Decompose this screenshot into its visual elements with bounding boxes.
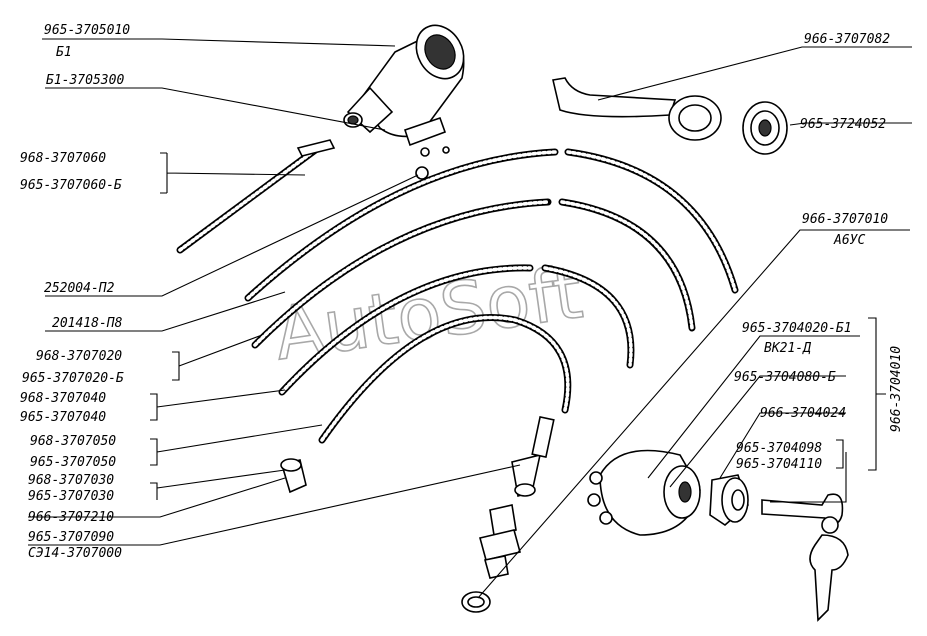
label-tip-252: 252004-П2 xyxy=(44,281,115,296)
label-wire-040: 968-3707040 xyxy=(20,391,106,406)
label-plug: 965-3707090 xyxy=(28,530,114,545)
label-coil: Б1-3705300 xyxy=(46,73,124,88)
label-wire-030b: 965-3707030 xyxy=(28,489,114,504)
label-nut: 966-3704024 xyxy=(760,406,846,421)
bracket xyxy=(552,77,722,141)
leader-lines xyxy=(28,38,912,599)
label-switch: 965-3704020-Б1 xyxy=(742,321,852,336)
label-wire-030: 968-3707030 xyxy=(28,473,114,488)
keys xyxy=(761,493,849,622)
label-wire-050: 968-3707050 xyxy=(30,434,116,449)
wire-cap xyxy=(280,458,307,494)
grommet xyxy=(742,101,788,155)
ignition-switch xyxy=(587,449,701,536)
label-coil-assy: 965-3705010 xyxy=(44,23,130,38)
label-plug-sub: СЭ14-3707000 xyxy=(28,546,122,561)
label-wire-set-sub: А6УС xyxy=(833,233,865,248)
label-lock: 965-3704080-Б xyxy=(734,370,836,385)
switch-nut xyxy=(709,474,749,527)
label-wire-020: 968-3707020 xyxy=(36,349,122,364)
label-wire-060b: 965-3707060-Б xyxy=(20,178,122,193)
label-coil-assy-sub: Б1 xyxy=(56,45,72,60)
wires xyxy=(176,139,739,444)
label-wire-060: 968-3707060 xyxy=(20,151,106,166)
labels: 965-3705010 Б1 Б1-3705300 966-3707082 96… xyxy=(20,23,904,561)
label-wire-040b: 965-3707040 xyxy=(20,410,106,425)
label-bracket: 966-3707082 xyxy=(804,32,890,47)
label-switch-sub: ВК21-Д xyxy=(764,341,811,356)
label-grommet: 965-3724052 xyxy=(800,117,886,132)
label-wire-050b: 965-3707050 xyxy=(30,455,116,470)
label-key-b: 965-3704110 xyxy=(736,457,822,472)
label-wire-020b: 965-3707020-Б xyxy=(22,371,124,386)
label-group-vertical: 966-3704010 xyxy=(889,346,904,432)
ignition-coil xyxy=(343,24,465,157)
plug-boot xyxy=(511,416,555,498)
label-cap: 966-3707210 xyxy=(28,510,114,525)
label-key-a: 965-3704098 xyxy=(736,441,822,456)
label-wire-set: 966-3707010 xyxy=(802,212,888,227)
label-tip-201: 201418-П8 xyxy=(52,316,123,331)
spark-plug xyxy=(461,504,521,613)
